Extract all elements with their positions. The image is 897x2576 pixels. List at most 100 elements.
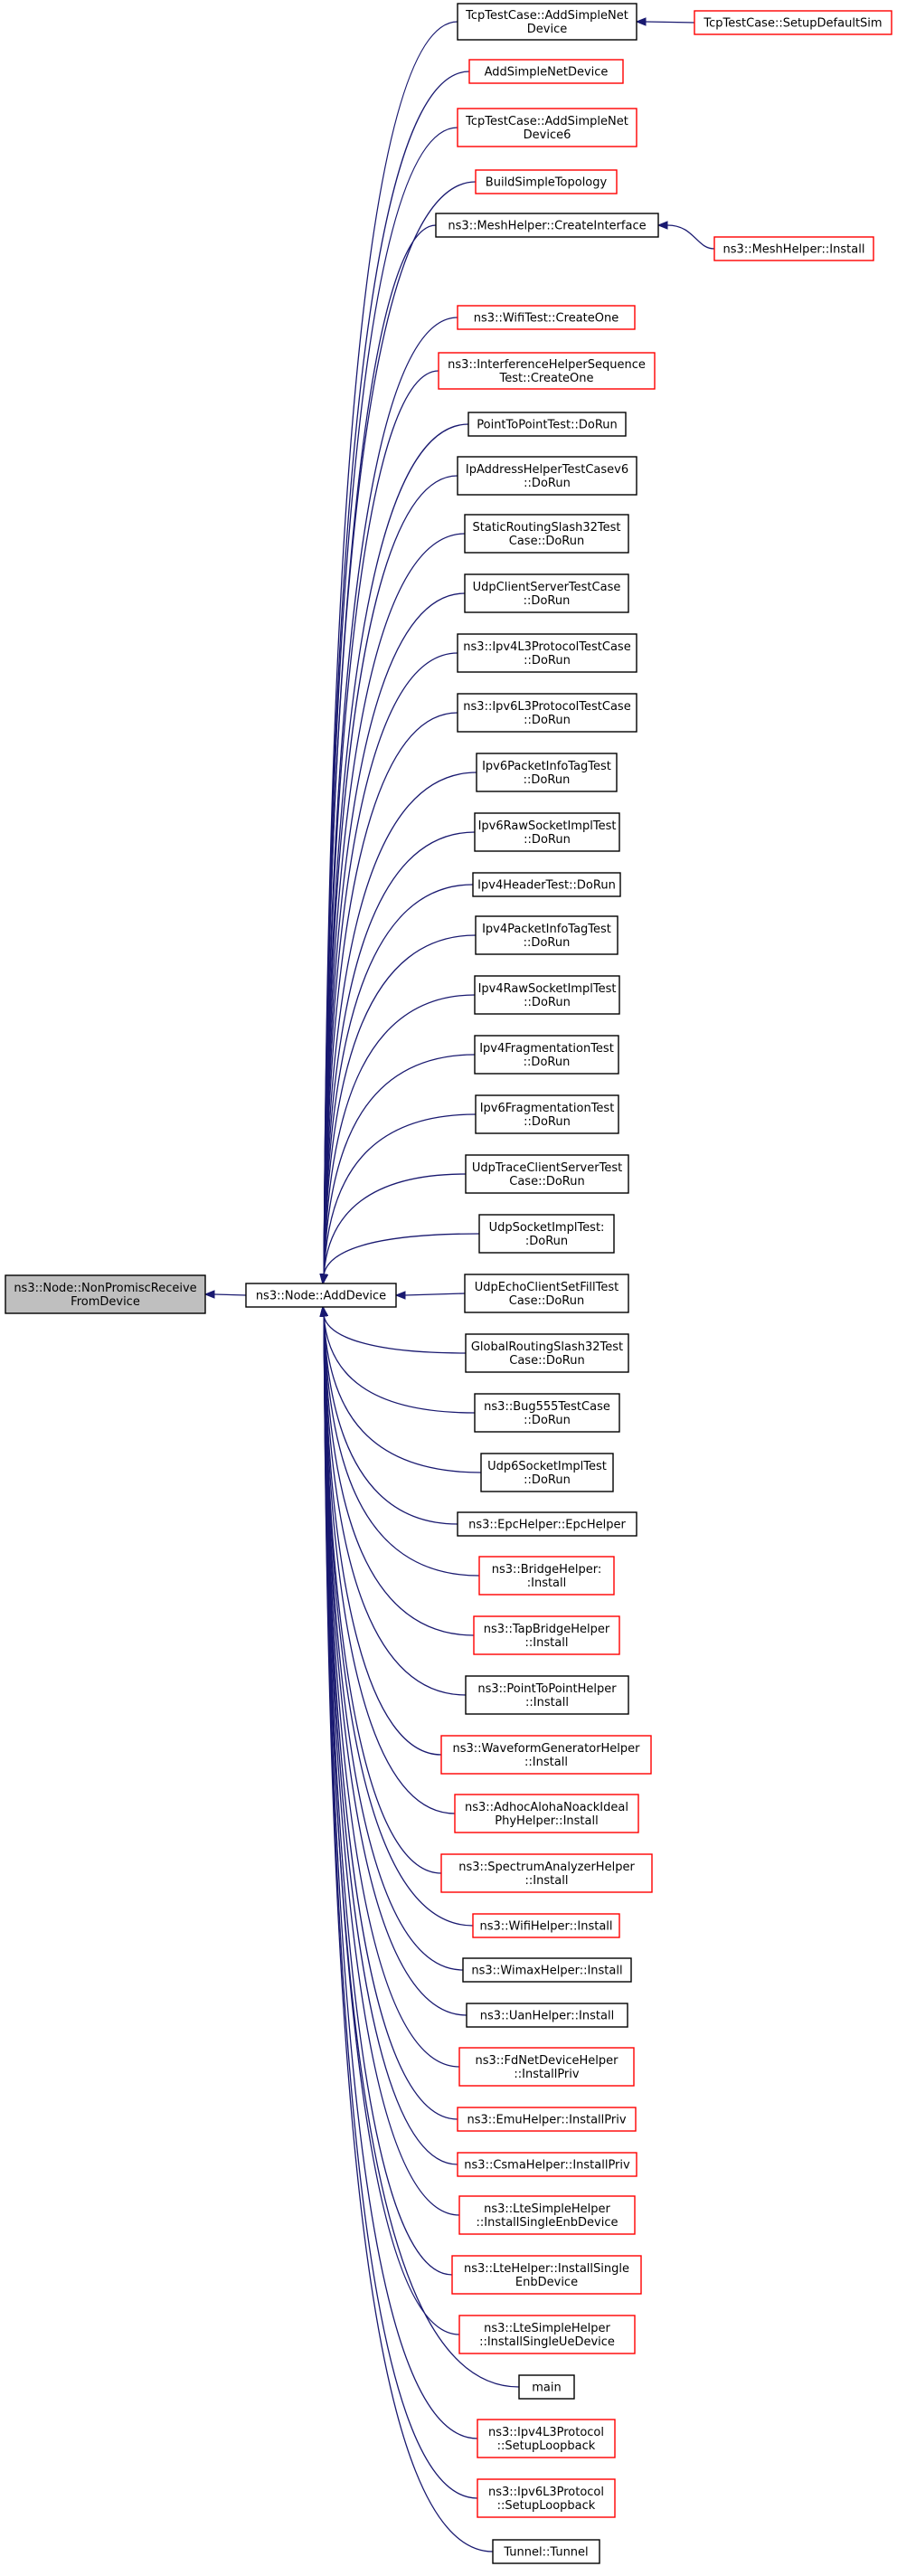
node-caller-c43-box	[477, 2419, 616, 2458]
node-caller-c6-box	[438, 352, 656, 390]
node-caller-c24[interactable]: ns3::Bug555TestCase::DoRun	[474, 1393, 620, 1433]
node-caller-c13-label: Ipv6PacketInfoTagTest	[482, 760, 611, 773]
node-caller-c3[interactable]: BuildSimpleTopology	[475, 169, 618, 194]
node-caller-c27[interactable]: ns3::BridgeHelper::Install	[478, 1556, 615, 1596]
node-caller-c7-label: PointToPointTest::DoRun	[477, 419, 618, 432]
node-caller-c12[interactable]: ns3::Ipv6L3ProtocolTestCase::DoRun	[457, 693, 637, 733]
node-caller-c6[interactable]: ns3::InterferenceHelperSequenceTest::Cre…	[438, 352, 656, 390]
node-caller-c4[interactable]: ns3::MeshHelper::CreateInterface	[435, 213, 659, 238]
node-caller-c10[interactable]: UdpClientServerTestCase::DoRun	[464, 573, 629, 613]
node-caller-c19[interactable]: Ipv6FragmentationTest::DoRun	[475, 1094, 619, 1134]
node-caller-c1-box	[468, 59, 624, 84]
node-caller-c29-label: ::Install	[525, 1696, 569, 1709]
node-caller-c9-label: Case::DoRun	[509, 535, 584, 548]
arrowhead-o1	[656, 221, 668, 230]
node-caller-c43[interactable]: ns3::Ipv4L3Protocol::SetupLoopback	[477, 2419, 616, 2458]
node-outer-o0-label: TcpTestCase::SetupDefaultSim	[703, 17, 882, 31]
node-caller-c31[interactable]: ns3::AdhocAlohaNoackIdealPhyHelper::Inst…	[454, 1794, 639, 1833]
node-caller-c7[interactable]: PointToPointTest::DoRun	[467, 412, 627, 437]
node-caller-c40-label: ns3::LteHelper::InstallSingle	[464, 2262, 629, 2276]
edge-c9-to-adddevice	[323, 533, 466, 1275]
node-caller-c16-box	[475, 915, 618, 955]
node-caller-c11[interactable]: ns3::Ipv4L3ProtocolTestCase::DoRun	[457, 633, 637, 673]
node-caller-c24-box	[474, 1393, 620, 1433]
node-caller-c44-label: ns3::Ipv6L3Protocol	[488, 2486, 604, 2499]
node-caller-c34[interactable]: ns3::WimaxHelper::Install	[462, 1957, 632, 1983]
node-caller-c32[interactable]: ns3::SpectrumAnalyzerHelper::Install	[440, 1853, 653, 1893]
node-caller-c29[interactable]: ns3::PointToPointHelper::Install	[465, 1675, 629, 1715]
node-outer-o0-box	[694, 10, 892, 35]
node-caller-c18[interactable]: Ipv4FragmentationTest::DoRun	[474, 1035, 619, 1075]
node-caller-c30[interactable]: ns3::WaveformGeneratorHelper::Install	[440, 1735, 652, 1775]
node-caller-c21[interactable]: UdpSocketImplTest::DoRun	[478, 1214, 615, 1254]
node-caller-c38[interactable]: ns3::CsmaHelper::InstallPriv	[457, 2152, 637, 2177]
node-caller-c16[interactable]: Ipv4PacketInfoTagTest::DoRun	[475, 915, 618, 955]
node-caller-c2-label: Device6	[524, 128, 571, 142]
node-caller-c27-box	[478, 1556, 615, 1596]
edge-c10-to-adddevice	[323, 592, 466, 1275]
node-caller-c13[interactable]: Ipv6PacketInfoTagTest::DoRun	[476, 753, 618, 792]
node-caller-c25-box	[480, 1453, 614, 1492]
node-outer-o0[interactable]: TcpTestCase::SetupDefaultSim	[694, 10, 892, 35]
node-caller-c35-box	[466, 2003, 628, 2028]
node-caller-c5-label: ns3::WifiTest::CreateOne	[474, 312, 618, 326]
node-caller-c28[interactable]: ns3::TapBridgeHelper::Install	[473, 1615, 620, 1655]
node-caller-c21-label: UdpSocketImplTest:	[489, 1221, 605, 1235]
node-caller-c5[interactable]: ns3::WifiTest::CreateOne	[457, 305, 636, 330]
node-caller-c0-box	[457, 3, 637, 41]
node-caller-c0[interactable]: TcpTestCase::AddSimpleNetDevice	[457, 3, 637, 41]
node-caller-c37-box	[457, 2107, 637, 2132]
node-caller-c44-label: ::SetupLoopback	[497, 2499, 596, 2513]
node-caller-c14[interactable]: Ipv6RawSocketImplTest::DoRun	[474, 812, 620, 852]
node-caller-c11-label: ::DoRun	[524, 654, 571, 668]
node-caller-c42[interactable]: main	[518, 2374, 575, 2400]
edge-c13-to-adddevice	[323, 772, 477, 1275]
node-caller-c3-label: BuildSimpleTopology	[486, 176, 608, 190]
node-caller-c43-label: ns3::Ipv4L3Protocol	[488, 2426, 604, 2439]
node-adddevice[interactable]: ns3::Node::AddDevice	[245, 1283, 397, 1308]
edge-c1-to-adddevice	[323, 71, 470, 1275]
node-caller-c24-label: ns3::Bug555TestCase	[484, 1400, 610, 1414]
node-caller-c33[interactable]: ns3::WifiHelper::Install	[472, 1913, 620, 1938]
edge-c16-to-adddevice	[323, 934, 477, 1275]
node-caller-c1[interactable]: AddSimpleNetDevice	[468, 59, 624, 84]
node-caller-c25[interactable]: Udp6SocketImplTest::DoRun	[480, 1453, 614, 1492]
node-outer-o1[interactable]: ns3::MeshHelper::Install	[713, 236, 874, 261]
node-caller-c12-box	[457, 693, 637, 733]
node-caller-c30-box	[440, 1735, 652, 1775]
node-caller-c17-box	[474, 975, 620, 1015]
node-caller-c17[interactable]: Ipv4RawSocketImplTest::DoRun	[474, 975, 620, 1015]
node-caller-c16-label: Ipv4PacketInfoTagTest	[482, 923, 611, 936]
node-caller-c45[interactable]: Tunnel::Tunnel	[492, 2539, 600, 2564]
node-caller-c13-label: ::DoRun	[524, 773, 571, 787]
node-caller-c28-label: ns3::TapBridgeHelper	[484, 1623, 610, 1636]
node-caller-c41[interactable]: ns3::LteSimpleHelper::InstallSingleUeDev…	[458, 2315, 636, 2354]
node-caller-c35[interactable]: ns3::UanHelper::Install	[466, 2003, 628, 2028]
node-caller-c36[interactable]: ns3::FdNetDeviceHelper::InstallPriv	[458, 2047, 635, 2087]
node-caller-c33-label: ns3::WifiHelper::Install	[479, 1920, 612, 1934]
node-caller-c39[interactable]: ns3::LteSimpleHelper::InstallSingleEnbDe…	[458, 2195, 636, 2235]
node-caller-c39-label: ns3::LteSimpleHelper	[484, 2202, 610, 2216]
node-caller-c26[interactable]: ns3::EpcHelper::EpcHelper	[457, 1511, 637, 1537]
node-caller-c33-box	[472, 1913, 620, 1938]
node-caller-c40[interactable]: ns3::LteHelper::InstallSingleEnbDevice	[451, 2255, 642, 2295]
node-caller-c1-label: AddSimpleNetDevice	[485, 66, 609, 80]
node-caller-c20-label: Case::DoRun	[509, 1175, 584, 1189]
edge-c21-to-adddevice	[323, 1233, 480, 1275]
edge-c8-to-adddevice	[323, 475, 458, 1275]
node-caller-c15[interactable]: Ipv4HeaderTest::DoRun	[472, 872, 621, 897]
node-caller-c32-label: ns3::SpectrumAnalyzerHelper	[458, 1861, 635, 1874]
node-caller-c44[interactable]: ns3::Ipv6L3Protocol::SetupLoopback	[477, 2478, 616, 2518]
node-caller-c4-box	[435, 213, 659, 238]
node-caller-c8-box	[457, 456, 637, 496]
node-caller-c24-label: ::DoRun	[524, 1414, 571, 1427]
node-caller-c8[interactable]: IpAddressHelperTestCasev6::DoRun	[457, 456, 637, 496]
node-caller-c32-label: ::Install	[525, 1874, 569, 1888]
node-caller-c37[interactable]: ns3::EmuHelper::InstallPriv	[457, 2107, 637, 2132]
